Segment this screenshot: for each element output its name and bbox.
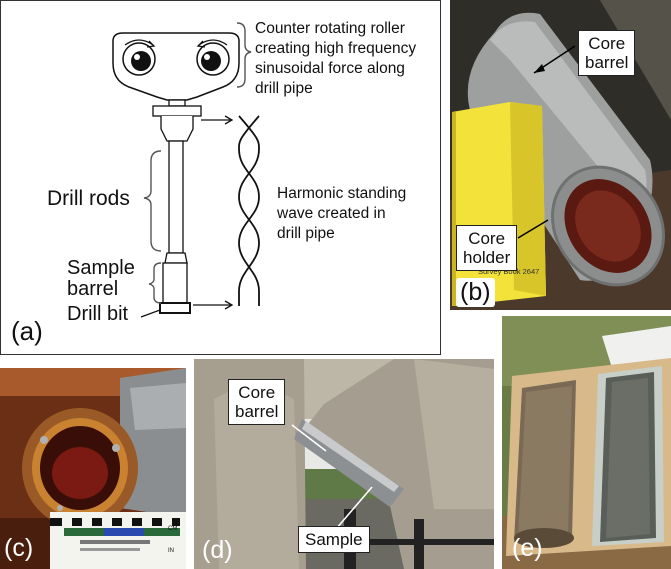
drill-bit-label: Drill bit (67, 303, 129, 325)
drill-bit (159, 302, 191, 314)
drill-rig-diagram (112, 22, 260, 318)
standing-wave-b (238, 115, 260, 306)
panel-b-photo: Survey Book 2647 Core barrel Core holder… (450, 0, 671, 310)
panel-c-label: (c) (4, 534, 34, 562)
drill-rods-label: Drill rods (47, 187, 130, 210)
core-barrel-callout: Core barrel (578, 30, 636, 76)
core-holder-callout: Core holder (456, 225, 518, 271)
sample-callout: Sample (298, 526, 370, 553)
wave-description: Harmonic standing wave created in drill … (277, 185, 407, 242)
head-collar (152, 105, 202, 117)
core-barrel-callout-d: Core barrel (228, 379, 286, 425)
roller-description: Counter rotating roller creating high fr… (255, 20, 417, 97)
ruler-in: IN (168, 548, 174, 554)
panel-d-photo: Core barrel Sample (d) (194, 359, 494, 569)
drill-rods-bracket (143, 150, 162, 252)
rusty-pipe-photo (0, 368, 186, 569)
drill-rod (168, 140, 184, 254)
panel-a-schematic: Counter rotating roller creating high fr… (0, 0, 441, 355)
book-caption: Survey Book 2647 (478, 267, 540, 276)
sample-barrel-label: Sample barrel (67, 257, 135, 300)
sample-barrel-bracket (148, 262, 162, 304)
split-core-photo (502, 316, 671, 569)
sample-barrel (162, 262, 188, 304)
panel-d-label: (d) (202, 536, 233, 564)
panel-b-label: (b) (456, 278, 495, 307)
ruler-cm: CM (168, 526, 178, 532)
panel-e-photo: (e) (502, 316, 671, 569)
drill-bit-pointer (140, 309, 161, 318)
panel-e-label: (e) (512, 534, 543, 562)
roller-bracket (236, 22, 252, 88)
panel-a-label: (a) (11, 316, 43, 346)
workers-photo (194, 359, 494, 569)
panel-c-photo: CM IN (c) (0, 368, 186, 569)
standing-wave-a (238, 115, 260, 306)
